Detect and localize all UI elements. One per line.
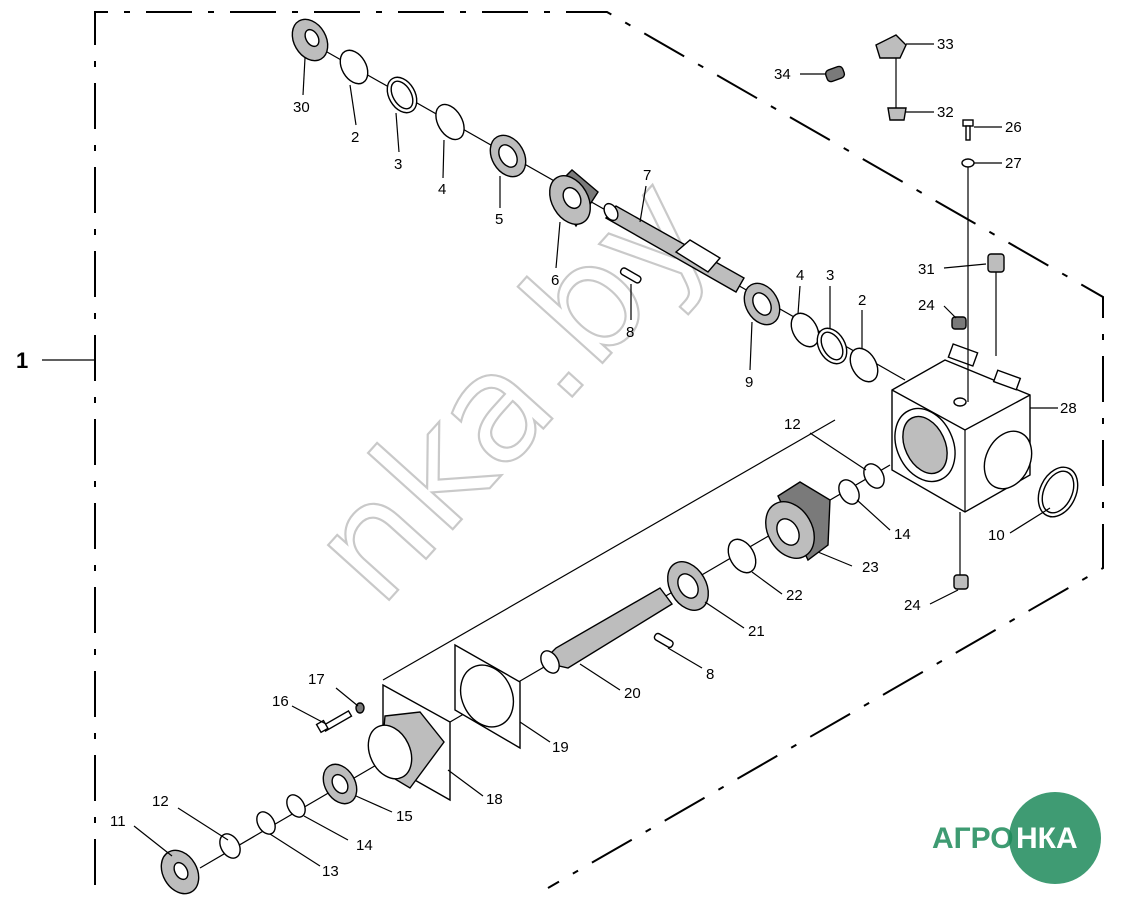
- callout-33: 33: [937, 36, 954, 53]
- part-15-bearing: [322, 763, 358, 805]
- part-32-fitting: [887, 107, 907, 121]
- part-4-ring-right: [790, 312, 820, 348]
- watermark-text: nka.by: [277, 144, 743, 634]
- callout-21: 21: [748, 623, 765, 640]
- logo-circle: [1009, 792, 1101, 884]
- callout-14-lower: 14: [356, 837, 373, 854]
- part-33-elbow: [875, 34, 907, 59]
- logo-text-right: НКА: [1016, 822, 1078, 855]
- callout-18: 18: [486, 791, 503, 808]
- callout-2-right: 2: [858, 292, 866, 309]
- callout-6: 6: [551, 272, 559, 289]
- callout-9: 9: [745, 374, 753, 391]
- part-2-circlip: [339, 49, 369, 85]
- callout-27: 27: [1005, 155, 1022, 172]
- callout-12-lower: 12: [152, 793, 169, 810]
- callout-30: 30: [293, 99, 310, 116]
- part-8-key-lower: [653, 632, 674, 649]
- part-6-bevel-gear: [549, 169, 599, 228]
- part-17-washer: [355, 702, 365, 714]
- callout-leaders: [133, 43, 1051, 867]
- callout-7: 7: [643, 167, 651, 184]
- part-14-ring-right: [838, 479, 860, 505]
- part-5-bearing: [489, 134, 527, 178]
- callout-16: 16: [272, 693, 289, 710]
- callout-2-upper: 2: [351, 129, 359, 146]
- callout-11: 11: [110, 813, 126, 830]
- callout-24-bottom: 24: [904, 597, 921, 614]
- part-14-ring-lower: [286, 794, 306, 818]
- part-3-ring: [386, 76, 418, 114]
- part-12-circlip-right: [863, 463, 885, 489]
- callout-3-upper: 3: [394, 156, 402, 173]
- part-23-bevel-gear: [765, 481, 831, 562]
- part-31-dipstick: [987, 253, 1005, 356]
- part-26-bolt: [962, 119, 974, 141]
- part-2-circlip-right: [849, 347, 879, 383]
- callout-12-right: 12: [784, 416, 801, 433]
- assembly-number: 1: [16, 348, 28, 373]
- part-18-flange-housing: [367, 683, 451, 802]
- flange-guide-line: [382, 419, 836, 681]
- part-12-circlip-lower: [219, 833, 241, 859]
- part-9-bearing: [743, 282, 781, 326]
- agronka-logo: АГРО НКА: [932, 792, 1101, 884]
- logo-text-left: АГРО: [932, 822, 1014, 855]
- callout-32: 32: [937, 104, 954, 121]
- part-11-washer: [160, 849, 200, 895]
- part-22-ring: [727, 538, 757, 574]
- assembly-boundary: [94, 11, 1104, 889]
- callout-13: 13: [322, 863, 339, 880]
- part-3-ring-right: [816, 327, 848, 365]
- callout-17: 17: [308, 671, 325, 688]
- callout-labels: 30 2 3 4 5 6 7 8 9 4 3 2 33 34 32 26 27 …: [110, 36, 1077, 880]
- part-7-input-shaft: [603, 202, 745, 293]
- part-27-washer: [961, 158, 975, 168]
- callout-14-right: 14: [894, 526, 911, 543]
- part-4-ring: [435, 103, 465, 141]
- callout-24-top: 24: [918, 297, 935, 314]
- callout-10: 10: [988, 527, 1005, 544]
- callout-23: 23: [862, 559, 879, 576]
- callout-19: 19: [552, 739, 569, 756]
- callout-5: 5: [495, 211, 503, 228]
- callout-15: 15: [396, 808, 413, 825]
- part-24-plug-top: [951, 316, 967, 330]
- part-19-gasket: [454, 643, 521, 750]
- callout-22: 22: [786, 587, 803, 604]
- part-8-key: [619, 267, 642, 284]
- part-34-cap: [824, 65, 846, 83]
- part-20-output-shaft: [540, 587, 674, 674]
- part-13-ring: [256, 811, 276, 835]
- callout-26: 26: [1005, 119, 1022, 136]
- callout-34: 34: [774, 66, 791, 83]
- callout-4-right: 4: [796, 267, 804, 284]
- callout-31: 31: [918, 261, 935, 278]
- part-30-washer: [291, 18, 329, 62]
- callout-28: 28: [1060, 400, 1077, 417]
- callout-20: 20: [624, 685, 641, 702]
- callout-8-lower: 8: [706, 666, 714, 683]
- callout-8-upper: 8: [626, 324, 634, 341]
- part-24-plug-bottom: [953, 574, 969, 590]
- watermark: nka.by: [276, 143, 744, 635]
- part-10-o-ring: [1037, 466, 1079, 518]
- part-21-bearing: [667, 561, 709, 611]
- part-28-gearbox-housing: [891, 343, 1033, 513]
- callout-4-upper: 4: [438, 181, 446, 198]
- callout-3-right: 3: [826, 267, 834, 284]
